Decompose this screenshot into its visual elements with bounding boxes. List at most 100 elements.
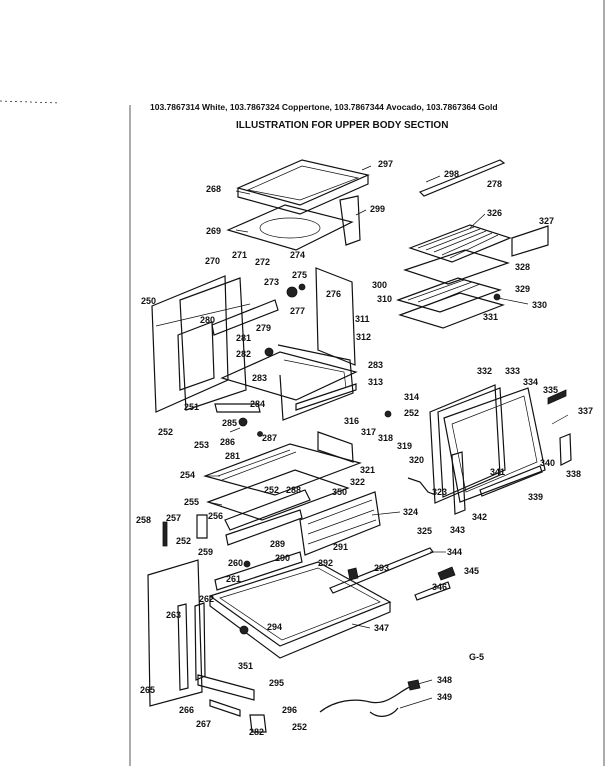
label-256: 256 xyxy=(208,511,223,521)
part-275-fitting xyxy=(286,286,298,298)
part-323-wire xyxy=(407,477,434,495)
label-275: 275 xyxy=(292,270,307,280)
label-250: 250 xyxy=(141,296,156,306)
label-277: 277 xyxy=(290,306,305,316)
label-296: 296 xyxy=(282,705,297,715)
label-263: 263 xyxy=(166,610,181,620)
part-294-knob xyxy=(239,625,249,635)
label-346: 346 xyxy=(432,582,447,592)
part-260-screw xyxy=(243,560,251,568)
part-347-base xyxy=(208,561,392,659)
part-293-clip xyxy=(347,567,359,581)
label-313: 313 xyxy=(368,377,383,387)
label-266: 266 xyxy=(179,705,194,715)
part-331-pan xyxy=(398,292,505,329)
label-327: 327 xyxy=(539,216,554,226)
part-326-rack xyxy=(408,224,512,263)
label-347: 347 xyxy=(374,623,389,633)
part-341-side xyxy=(451,451,466,515)
label-314: 314 xyxy=(404,392,419,402)
label-293: 293 xyxy=(374,563,389,573)
label-261: 261 xyxy=(226,574,241,584)
part-292-rail xyxy=(214,551,303,591)
leader-lines xyxy=(155,165,569,709)
label-284: 284 xyxy=(250,399,265,409)
label-254: 254 xyxy=(180,470,195,480)
label-285: 285 xyxy=(222,418,237,428)
label-318: 318 xyxy=(378,433,393,443)
label-252b: 252 xyxy=(158,427,173,437)
part-258-rod xyxy=(162,521,168,547)
part-273-strip xyxy=(211,299,279,336)
part-256-rail xyxy=(224,489,311,531)
label-253: 253 xyxy=(194,440,209,450)
part-269-panel xyxy=(226,204,354,251)
scan-artifact xyxy=(0,100,61,104)
part-282-knob xyxy=(264,347,274,357)
label-345: 345 xyxy=(464,566,479,576)
label-282a: 282 xyxy=(236,349,251,359)
label-281a: 281 xyxy=(236,333,251,343)
label-325: 325 xyxy=(417,526,432,536)
part-266-bracket xyxy=(209,699,241,717)
label-310: 310 xyxy=(377,294,392,304)
label-311: 311 xyxy=(355,314,370,324)
part-348-cord xyxy=(319,679,421,717)
part-268-top-frame xyxy=(236,159,370,215)
part-285-clip xyxy=(238,417,248,427)
part-283-body xyxy=(220,344,358,421)
label-317: 317 xyxy=(361,427,376,437)
label-348: 348 xyxy=(437,675,452,685)
label-267: 267 xyxy=(196,719,211,729)
label-289: 289 xyxy=(270,539,285,549)
label-335: 335 xyxy=(543,385,558,395)
part-335-handle xyxy=(547,389,567,405)
part-324-panel xyxy=(299,491,381,556)
label-299: 299 xyxy=(370,204,385,214)
label-322: 322 xyxy=(350,477,365,487)
label-350: 350 xyxy=(332,487,347,497)
label-334: 334 xyxy=(523,377,538,387)
label-259: 259 xyxy=(198,547,213,557)
label-286: 286 xyxy=(220,437,235,447)
label-252a: 252 xyxy=(404,408,419,418)
label-320: 320 xyxy=(409,455,424,465)
label-291: 291 xyxy=(333,542,348,552)
label-287: 287 xyxy=(262,433,277,443)
label-290: 290 xyxy=(275,553,290,563)
label-283a: 283 xyxy=(368,360,383,370)
section-title: ILLUSTRATION FOR UPPER BODY SECTION xyxy=(236,120,448,131)
label-332: 332 xyxy=(477,366,492,376)
page-code: G-5 xyxy=(469,652,484,662)
label-273: 273 xyxy=(264,277,279,287)
label-288a: 288 xyxy=(286,485,301,495)
label-251: 251 xyxy=(184,402,199,412)
label-298: 298 xyxy=(444,169,459,179)
part-278-rod xyxy=(418,159,506,197)
label-300: 300 xyxy=(372,280,387,290)
label-260: 260 xyxy=(228,558,243,568)
part-257-bracket xyxy=(196,514,208,539)
label-276: 276 xyxy=(326,289,341,299)
part-262-strip xyxy=(194,602,206,681)
part-339-strip xyxy=(479,465,543,497)
label-294: 294 xyxy=(267,622,282,632)
label-269: 269 xyxy=(206,226,221,236)
label-252c: 252 xyxy=(264,485,279,495)
part-280-panel xyxy=(177,321,215,391)
part-270-frame xyxy=(179,277,247,411)
label-319: 319 xyxy=(397,441,412,451)
label-323: 323 xyxy=(432,487,447,497)
label-280: 280 xyxy=(200,315,215,325)
label-281b: 281 xyxy=(225,451,240,461)
part-265-panel xyxy=(147,559,203,707)
label-257: 257 xyxy=(166,513,181,523)
label-295: 295 xyxy=(269,678,284,688)
part-328-tray xyxy=(403,249,510,285)
label-316: 316 xyxy=(344,416,359,426)
label-341: 341 xyxy=(490,467,505,477)
label-328: 328 xyxy=(515,262,530,272)
label-252e: 252 xyxy=(292,722,307,732)
label-330: 330 xyxy=(532,300,547,310)
